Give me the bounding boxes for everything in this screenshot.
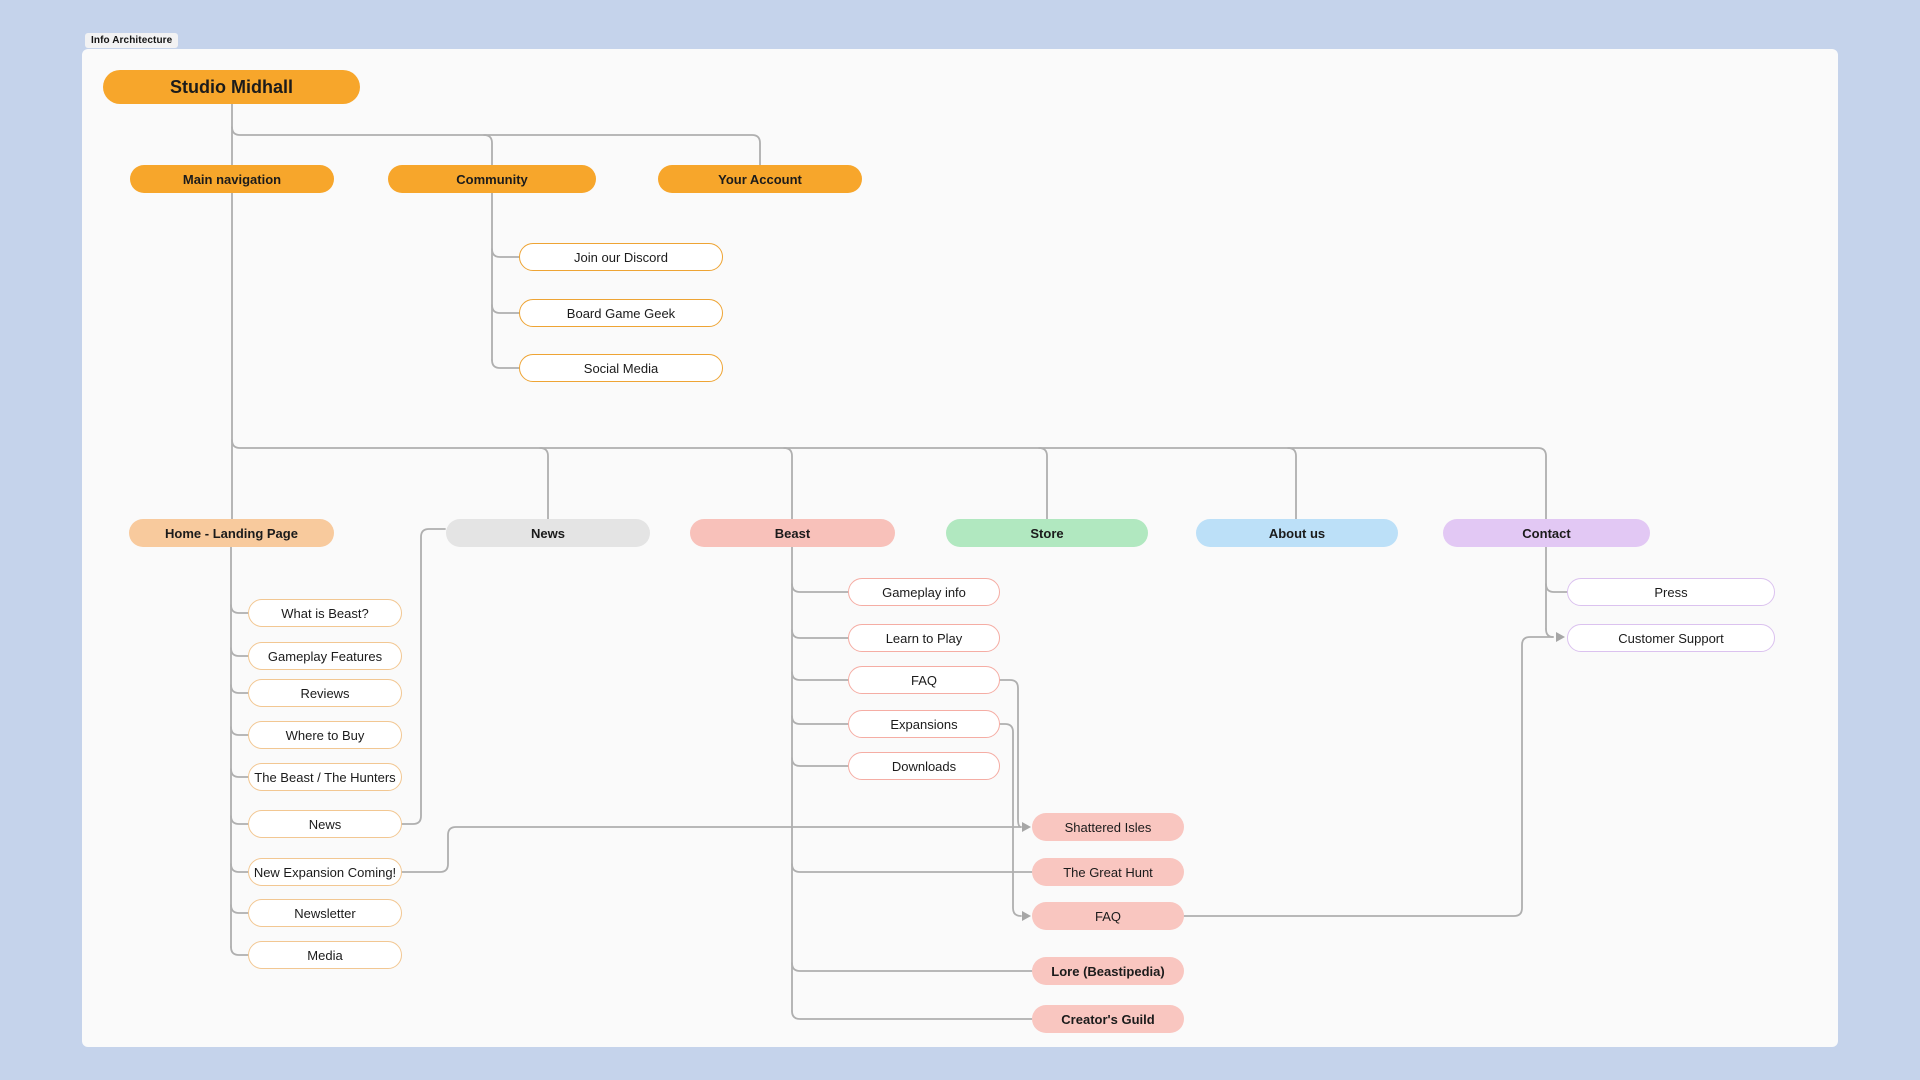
section-tag[interactable]: Info Architecture <box>85 33 179 48</box>
node-beast-category[interactable]: Beast <box>690 519 895 547</box>
node-reviews[interactable]: Reviews <box>248 679 402 707</box>
node-join-our-discord[interactable]: Join our Discord <box>519 243 723 271</box>
node-media[interactable]: Media <box>248 941 402 969</box>
node-the-beast-the-hunters[interactable]: The Beast / The Hunters <box>248 763 402 791</box>
node-press[interactable]: Press <box>1567 578 1775 606</box>
diagram-canvas <box>82 49 1838 1047</box>
node-social-media[interactable]: Social Media <box>519 354 723 382</box>
node-faq[interactable]: FAQ <box>848 666 1000 694</box>
node-new-expansion-coming[interactable]: New Expansion Coming! <box>248 858 402 886</box>
node-studio-midhall[interactable]: Studio Midhall <box>103 70 360 104</box>
node-community[interactable]: Community <box>388 165 596 193</box>
node-faq-page[interactable]: FAQ <box>1032 902 1184 930</box>
node-the-great-hunt[interactable]: The Great Hunt <box>1032 858 1184 886</box>
node-creators-guild[interactable]: Creator's Guild <box>1032 1005 1184 1033</box>
node-newsletter[interactable]: Newsletter <box>248 899 402 927</box>
node-gameplay-info[interactable]: Gameplay info <box>848 578 1000 606</box>
node-news-child[interactable]: News <box>248 810 402 838</box>
node-where-to-buy[interactable]: Where to Buy <box>248 721 402 749</box>
node-what-is-beast[interactable]: What is Beast? <box>248 599 402 627</box>
node-your-account[interactable]: Your Account <box>658 165 862 193</box>
node-about-us-category[interactable]: About us <box>1196 519 1398 547</box>
node-news-category[interactable]: News <box>446 519 650 547</box>
node-learn-to-play[interactable]: Learn to Play <box>848 624 1000 652</box>
node-main-navigation[interactable]: Main navigation <box>130 165 334 193</box>
node-home-landing-page[interactable]: Home - Landing Page <box>129 519 334 547</box>
node-customer-support[interactable]: Customer Support <box>1567 624 1775 652</box>
node-lore-beastipedia[interactable]: Lore (Beastipedia) <box>1032 957 1184 985</box>
node-downloads[interactable]: Downloads <box>848 752 1000 780</box>
node-expansions[interactable]: Expansions <box>848 710 1000 738</box>
node-shattered-isles[interactable]: Shattered Isles <box>1032 813 1184 841</box>
node-board-game-geek[interactable]: Board Game Geek <box>519 299 723 327</box>
node-contact-category[interactable]: Contact <box>1443 519 1650 547</box>
node-store-category[interactable]: Store <box>946 519 1148 547</box>
node-gameplay-features[interactable]: Gameplay Features <box>248 642 402 670</box>
